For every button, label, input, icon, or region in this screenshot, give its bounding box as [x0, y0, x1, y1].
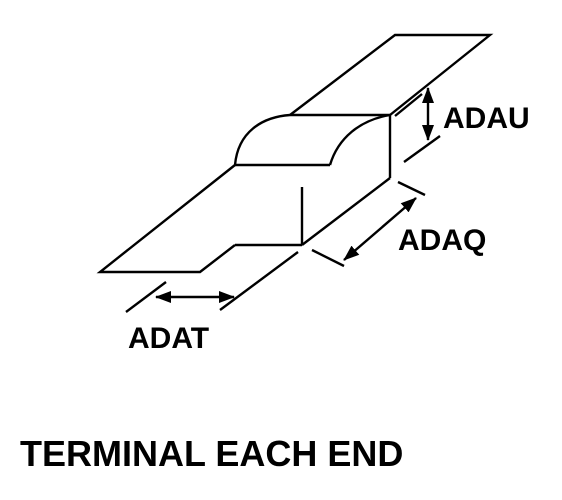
block-bottom-diagonal-edge — [301, 177, 391, 246]
adau-extension-top — [394, 93, 423, 117]
adat-extension-left — [125, 281, 167, 313]
dimension-adat: ADAT — [125, 251, 299, 355]
adaq-arrow — [343, 197, 417, 261]
adaq-extension-bottom — [311, 248, 345, 268]
block-right-dome — [328, 113, 391, 166]
strip-lower-outline — [96, 164, 236, 274]
adat-extension-right — [219, 251, 299, 311]
adat-label: ADAT — [128, 322, 209, 355]
adaq-label: ADAQ — [398, 224, 486, 257]
dimension-adaq: ADAQ — [311, 180, 486, 268]
adau-label: ADAU — [443, 102, 530, 135]
dimension-adau: ADAU — [394, 87, 530, 163]
terminal-strip — [96, 33, 494, 274]
adaq-extension-top — [397, 180, 426, 197]
strip-upper-outline — [289, 33, 494, 116]
crimp-block — [233, 113, 392, 247]
diagram-caption: TERMINAL EACH END — [20, 433, 403, 474]
adau-extension-bottom — [403, 135, 441, 163]
block-left-dome — [233, 113, 291, 166]
